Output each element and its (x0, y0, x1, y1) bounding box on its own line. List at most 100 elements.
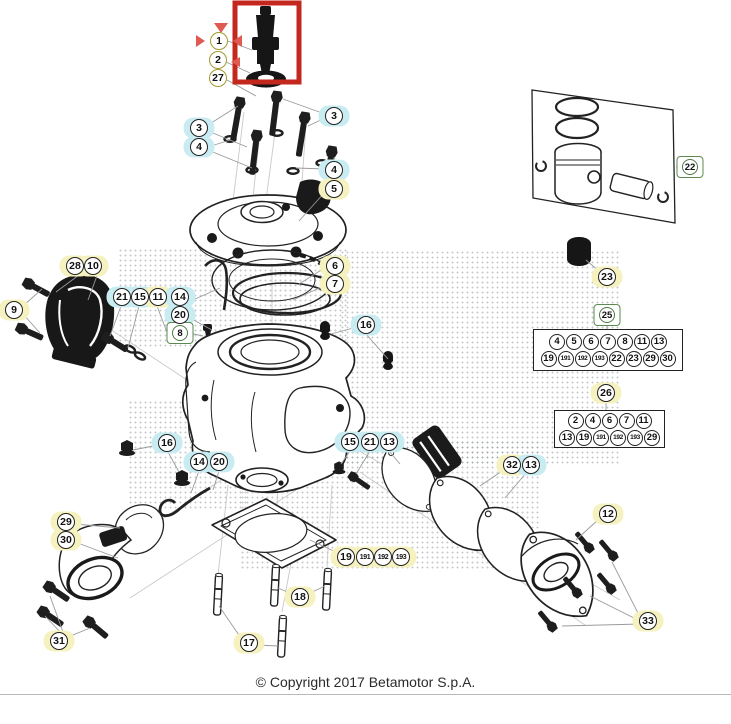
callout-number: 4 (325, 161, 343, 179)
outer-cover-drawing (503, 515, 621, 635)
callout-21-28[interactable]: 21 (354, 429, 386, 455)
callout-number: 193 (392, 548, 410, 566)
callout-13-31[interactable]: 13 (515, 452, 547, 478)
callout-25-22[interactable]: 25 (593, 302, 621, 328)
callout-14-14[interactable]: 14 (164, 284, 196, 310)
table-25-part-11[interactable]: 11 (634, 333, 650, 350)
piston-kit-drawing (531, 89, 676, 224)
callout-number: 13 (522, 456, 540, 474)
table-25-part-13[interactable]: 13 (651, 333, 667, 350)
table-25-part-5[interactable]: 5 (566, 333, 582, 350)
callout-number: 25 (599, 307, 615, 323)
callout-9-10[interactable]: 9 (0, 297, 30, 323)
callout-3-3[interactable]: 3 (183, 115, 215, 141)
callout-number: 16 (357, 316, 375, 334)
selection-arrow-top (214, 23, 228, 33)
callout-23-21[interactable]: 23 (591, 264, 623, 290)
callout-193-41[interactable]: 193 (385, 544, 417, 570)
selection-arrow-right (233, 35, 242, 47)
table-26-part-19[interactable]: 19 (576, 429, 592, 446)
callout-number: 191 (356, 548, 374, 566)
callout-number: 15 (341, 433, 359, 451)
table-25-part-29[interactable]: 29 (642, 350, 659, 367)
callout-10-9[interactable]: 10 (77, 253, 109, 279)
callout-7-18[interactable]: 7 (319, 271, 351, 297)
selection-arrow-lower (231, 57, 240, 67)
callout-33-42[interactable]: 33 (632, 608, 664, 634)
selection-arrow-left (196, 35, 205, 47)
callout-20-15[interactable]: 20 (164, 302, 196, 328)
callout-16-24[interactable]: 16 (151, 430, 183, 456)
callout-13-29[interactable]: 13 (373, 429, 405, 455)
callout-number: 6 (326, 257, 344, 275)
callout-number: 2 (209, 51, 227, 69)
table-25-part-30[interactable]: 30 (659, 350, 676, 367)
table-26-part-192[interactable]: 192 (610, 429, 626, 446)
table-26-part-29[interactable]: 29 (644, 429, 660, 446)
callout-5-7[interactable]: 5 (318, 176, 350, 202)
callout-2-1[interactable]: 2 (205, 47, 231, 73)
callout-number: 13 (380, 433, 398, 451)
table-25-part-4[interactable]: 4 (549, 333, 565, 350)
table-25-part-22[interactable]: 22 (608, 350, 625, 367)
callout-number: 17 (240, 634, 258, 652)
callout-number: 19 (337, 548, 355, 566)
callout-6-17[interactable]: 6 (319, 253, 351, 279)
callout-3-5[interactable]: 3 (318, 103, 350, 129)
table-25-part-7[interactable]: 7 (600, 333, 616, 350)
callout-30-33[interactable]: 30 (50, 527, 82, 553)
table-25-part-8[interactable]: 8 (617, 333, 633, 350)
callout-number: 3 (325, 107, 343, 125)
table-26-part-193[interactable]: 193 (627, 429, 643, 446)
table-26-part-6[interactable]: 6 (601, 412, 618, 429)
callout-16-19[interactable]: 16 (350, 312, 382, 338)
callout-4-4[interactable]: 4 (183, 134, 215, 160)
table-26-part-11[interactable]: 11 (635, 412, 652, 429)
callout-number: 32 (503, 456, 521, 474)
callout-number: 27 (209, 69, 227, 87)
selection-arrows (196, 23, 242, 67)
table-25-part-192[interactable]: 192 (574, 350, 591, 367)
callout-12-34[interactable]: 12 (592, 501, 624, 527)
reed-valve-gaskets-drawing (332, 425, 558, 597)
callout-number: 18 (291, 588, 309, 606)
table-25-part-191[interactable]: 191 (557, 350, 574, 367)
callout-20-26[interactable]: 20 (203, 449, 235, 475)
table-26-part-4[interactable]: 4 (584, 412, 601, 429)
callout-27-2[interactable]: 27 (205, 65, 231, 91)
table-26-part-7[interactable]: 7 (618, 412, 635, 429)
callout-18-37[interactable]: 18 (284, 584, 316, 610)
table-26-part-13[interactable]: 13 (559, 429, 575, 446)
callout-number: 14 (190, 453, 208, 471)
vent-hose-bottom-drawing (158, 486, 211, 518)
callout-29-32[interactable]: 29 (50, 509, 82, 535)
selection-highlight-box (232, 0, 302, 85)
table-26-part-191[interactable]: 191 (593, 429, 609, 446)
table-26-part-2[interactable]: 2 (567, 412, 584, 429)
callout-number: 9 (5, 301, 23, 319)
callout-number: 1 (210, 32, 228, 50)
callout-number: 26 (597, 384, 615, 402)
callout-8-16[interactable]: 8 (166, 320, 194, 346)
table-25-part-193[interactable]: 193 (591, 350, 608, 367)
table-25-part-6[interactable]: 6 (583, 333, 599, 350)
callout-1-0[interactable]: 1 (206, 28, 232, 54)
callout-26-23[interactable]: 26 (590, 380, 622, 406)
callout-number: 30 (57, 531, 75, 549)
table-25-part-19[interactable]: 19 (540, 350, 557, 367)
callout-number: 29 (57, 513, 75, 531)
callout-22-20[interactable]: 22 (676, 154, 704, 180)
callout-15-12[interactable]: 15 (124, 284, 156, 310)
callout-4-6[interactable]: 4 (318, 157, 350, 183)
callout-number: 16 (158, 434, 176, 452)
callout-17-36[interactable]: 17 (233, 630, 265, 656)
callout-31-35[interactable]: 31 (43, 628, 75, 654)
table-25-part-23[interactable]: 23 (625, 350, 642, 367)
